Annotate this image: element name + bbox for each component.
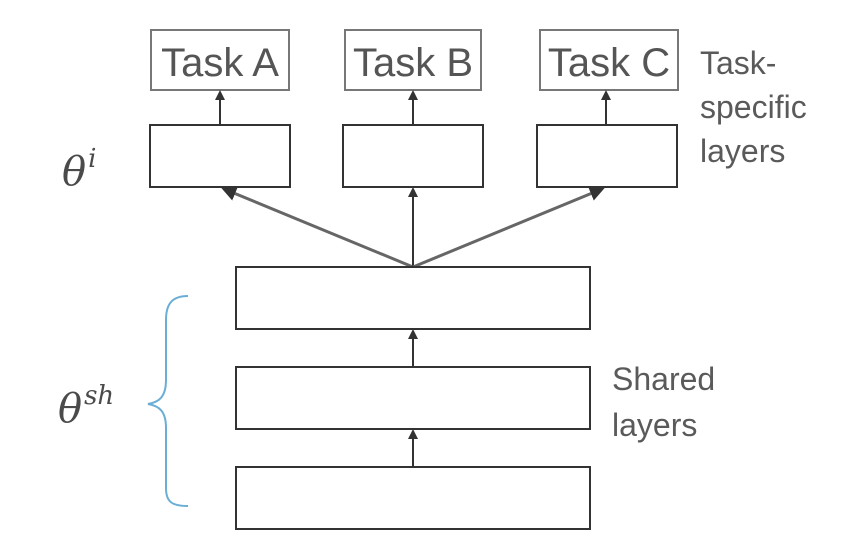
task-a-box — [150, 29, 290, 91]
arrow-to-layer-a — [221, 186, 414, 269]
theta-sh-sup: sh — [84, 381, 114, 411]
shared-layer-middle — [235, 366, 591, 430]
task-specific-label-line1: Task- — [700, 45, 776, 81]
task-b-label: Task B — [353, 41, 473, 85]
task-specific-layer-a — [149, 124, 291, 188]
theta-i-sup: i — [88, 144, 96, 174]
task-b-box — [344, 29, 482, 91]
shared-brace — [147, 295, 189, 507]
theta-i-base: θ — [62, 149, 86, 195]
theta-sh-base: θ — [58, 386, 82, 432]
shared-layer-bottom — [235, 466, 591, 530]
task-specific-label-line2: specific — [700, 89, 807, 125]
arrow-to-layer-c — [412, 186, 605, 269]
task-c-label: Task C — [548, 41, 670, 85]
theta-task-specific: θi — [62, 144, 96, 195]
shared-layer-top — [235, 266, 591, 330]
shared-label-line1: Shared — [612, 361, 715, 397]
shared-label-line2: layers — [612, 407, 697, 443]
theta-shared: θsh — [58, 381, 114, 432]
task-specific-label-line3: layers — [700, 133, 785, 169]
task-specific-layer-c — [536, 124, 678, 188]
task-specific-layer-b — [342, 124, 484, 188]
task-a-label: Task A — [161, 41, 279, 85]
